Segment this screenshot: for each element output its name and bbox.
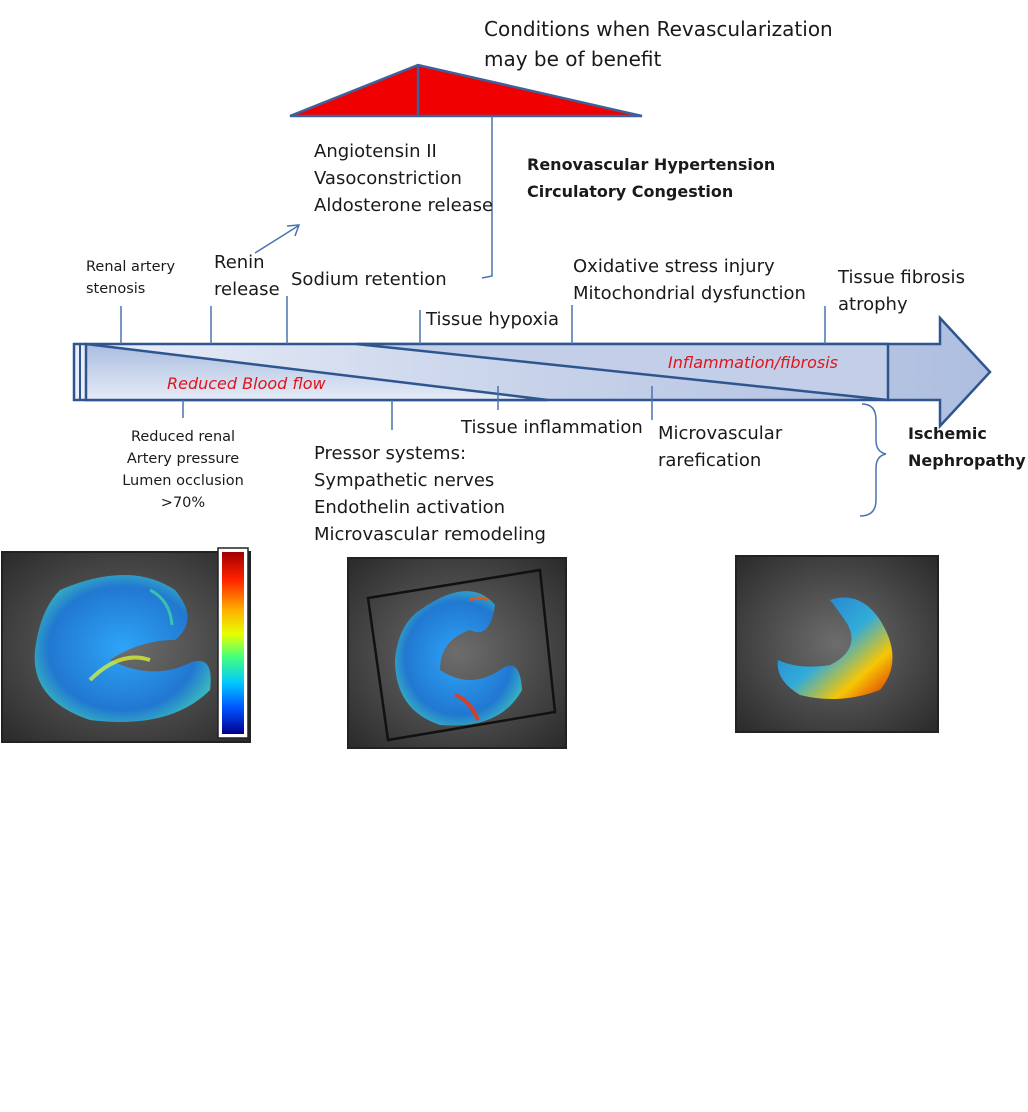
renin-arrow-head bbox=[286, 224, 301, 237]
pressure-label-4: >70% bbox=[160, 495, 206, 511]
fibrosis-label-2: atrophy bbox=[838, 294, 908, 315]
pressor-label-3: Endothelin activation bbox=[314, 497, 506, 518]
revascularization-triangle bbox=[289, 63, 643, 118]
vasoconstriction-label: Vasoconstriction bbox=[314, 168, 462, 189]
stenosis-label-2: stenosis bbox=[86, 281, 146, 297]
pressor-label-1: Pressor systems: bbox=[314, 443, 467, 464]
pressure-label-3: Lumen occlusion bbox=[122, 473, 244, 489]
circulatory-label: Circulatory Congestion bbox=[527, 182, 734, 201]
reduced-flow-label: Reduced Blood flow bbox=[167, 374, 326, 393]
tissue-inflammation-label: Tissue inflammation bbox=[461, 417, 643, 438]
ischemic-label-1: Ischemic bbox=[908, 424, 987, 443]
mitochondrial-label: Mitochondrial dysfunction bbox=[573, 283, 806, 304]
renin-label-1: Renin bbox=[214, 252, 265, 273]
mri-image-baseline bbox=[1, 547, 251, 743]
ischemic-bracket bbox=[859, 403, 887, 517]
oxidative-label: Oxidative stress injury bbox=[573, 256, 775, 277]
mri-image-late bbox=[735, 555, 939, 733]
renin-arrow-line bbox=[254, 225, 299, 254]
mri-image-middle bbox=[347, 557, 567, 749]
triangle-connector bbox=[481, 116, 493, 279]
aldosterone-label: Aldosterone release bbox=[314, 195, 494, 216]
angiotensin-label: Angiotensin II bbox=[314, 141, 437, 162]
stenosis-label-1: Renal artery bbox=[86, 259, 176, 275]
reduced-flow-wedge bbox=[84, 342, 549, 402]
inflammation-fibrosis-label: Inflammation/fibrosis bbox=[668, 353, 838, 372]
condition-line-2: may be of benefit bbox=[484, 47, 662, 71]
condition-line-1: Conditions when Revascularization bbox=[484, 17, 833, 41]
ischemic-label-2: Nephropathy bbox=[908, 451, 1026, 470]
hypoxia-label: Tissue hypoxia bbox=[426, 309, 560, 330]
renovascular-label: Renovascular Hypertension bbox=[527, 155, 776, 174]
microvascular-label-2: rarefication bbox=[658, 450, 762, 471]
microvascular-label-1: Microvascular bbox=[658, 423, 783, 444]
sodium-label: Sodium retention bbox=[291, 269, 447, 290]
pressure-label-2: Artery pressure bbox=[126, 451, 240, 467]
pressure-label-1: Reduced renal bbox=[130, 429, 236, 445]
renin-label-2: release bbox=[214, 279, 280, 300]
pressor-label-4: Microvascular remodeling bbox=[314, 524, 546, 545]
pressor-label-2: Sympathetic nerves bbox=[314, 470, 495, 491]
fibrosis-label-1: Tissue fibrosis bbox=[838, 267, 965, 288]
